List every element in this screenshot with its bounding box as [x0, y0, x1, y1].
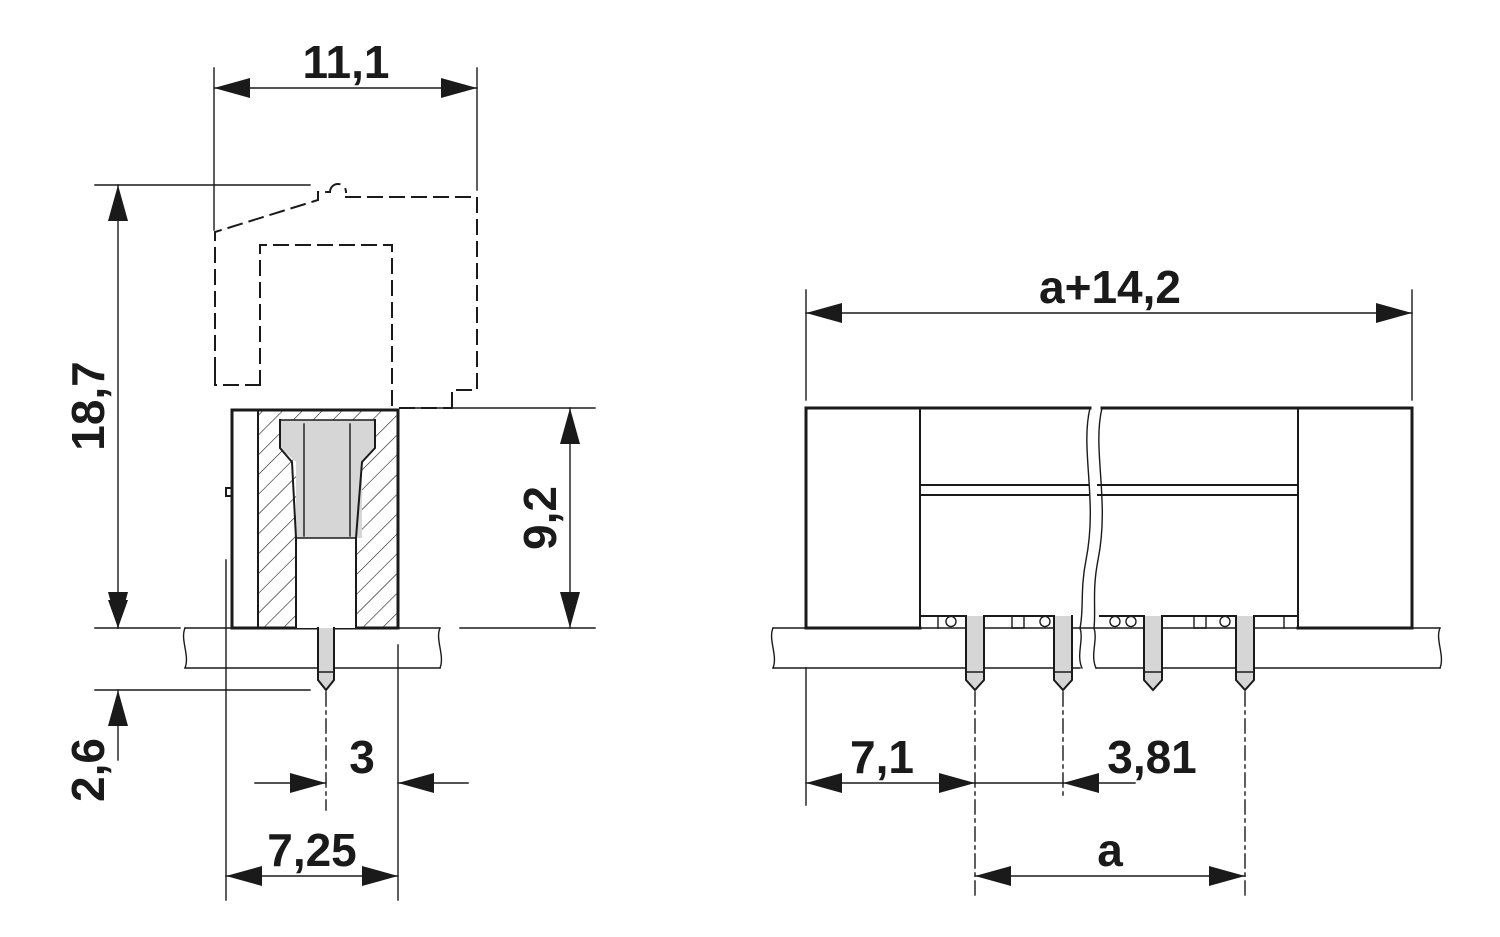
dim-pitch-label: 3,81: [1107, 731, 1197, 783]
side-housing: [225, 408, 400, 630]
dim-pin-span-label: a: [1097, 824, 1123, 876]
side-pcb: [182, 627, 443, 669]
front-extension-lines: [805, 289, 1413, 901]
dim-side-total-height-label: 18,7: [62, 361, 114, 451]
side-solder-pin: [317, 627, 335, 811]
front-housing: [804, 406, 1414, 630]
front-pin-4: [1235, 615, 1255, 692]
dim-front-total-width-label: a+14,2: [1039, 261, 1181, 313]
front-pcb: [770, 627, 1443, 669]
dim-pin-offset-label: 3: [349, 731, 375, 783]
dim-footprint-width-label: 7,25: [267, 824, 357, 876]
front-pin-2: [1053, 615, 1073, 692]
dim-front-total-width: a+14,2: [805, 261, 1413, 323]
side-view: 11,1 18,7 9,2 2,6: [62, 36, 596, 901]
dim-pin-span: a: [974, 824, 1246, 886]
dim-front-first-pin-offset-label: 7,1: [850, 731, 914, 783]
dim-side-body-height-label: 9,2: [514, 486, 566, 550]
dim-pin-length-label: 2,6: [62, 738, 114, 802]
front-view: a+14,2 7,1 3,81 a: [770, 261, 1443, 901]
dim-pitch: 3,81: [974, 731, 1197, 793]
front-pin-1: [965, 615, 985, 692]
dim-side-width: 11,1: [213, 36, 478, 98]
dim-front-first-pin-offset: 7,1: [805, 731, 976, 793]
front-pins: [965, 615, 1255, 692]
dim-side-total-height: 18,7: [62, 184, 128, 629]
side-mating-plug-outline: [214, 183, 478, 409]
dim-side-width-label: 11,1: [303, 36, 390, 88]
dim-footprint-width: 7,25: [225, 824, 399, 886]
dim-side-body-height: 9,2: [514, 407, 580, 629]
dim-pin-offset: 3: [254, 731, 469, 793]
dim-pin-length: 2,6: [62, 599, 128, 802]
front-pin-3: [1143, 615, 1163, 692]
